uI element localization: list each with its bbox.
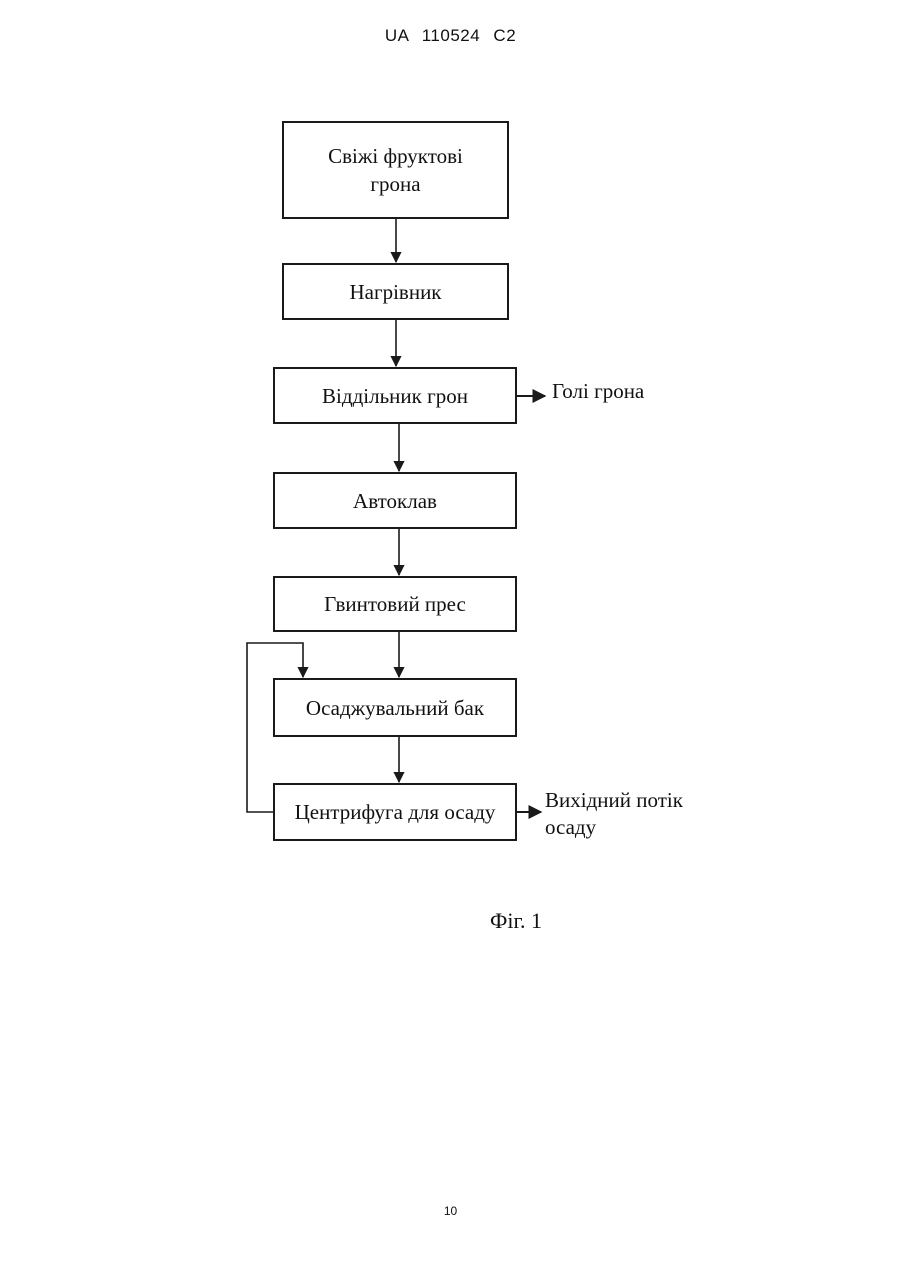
- figure-caption: Фіг. 1: [490, 908, 542, 934]
- page-number: 10: [0, 1204, 901, 1218]
- arrow-centrifuge-recycle-to-tank: [247, 643, 303, 812]
